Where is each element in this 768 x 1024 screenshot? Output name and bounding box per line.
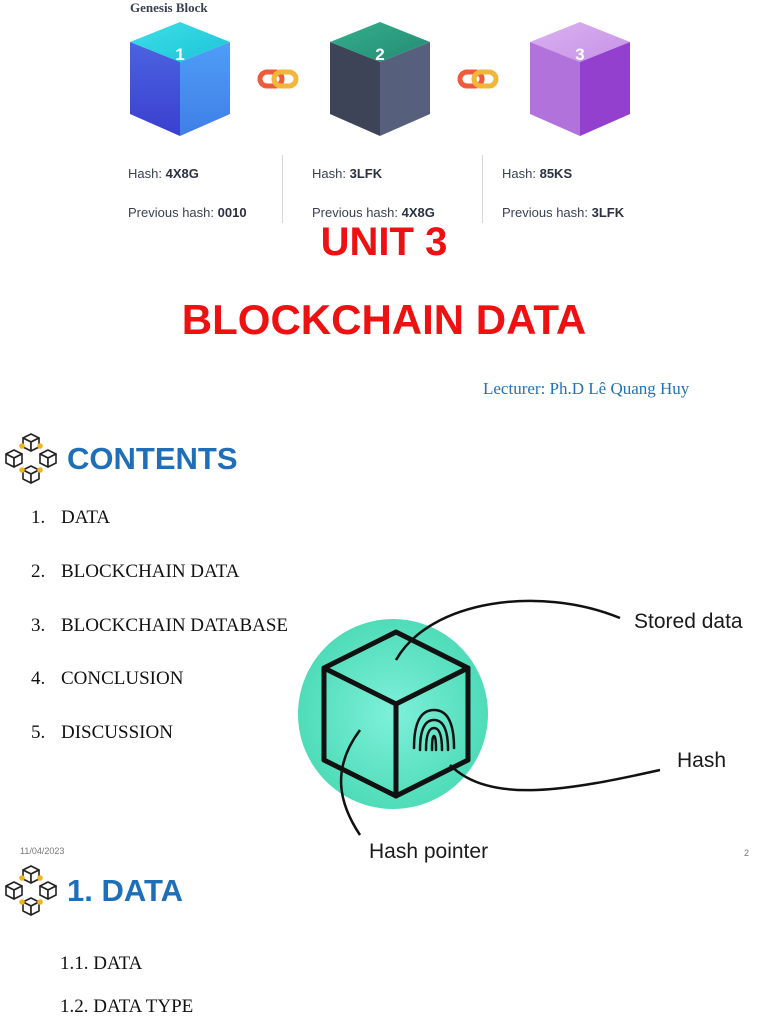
slide-date: 11/04/2023: [20, 846, 65, 856]
genesis-block-label: Genesis Block: [130, 0, 208, 15]
hash-label: Hash: [677, 749, 727, 772]
chain-link-icon: [457, 69, 499, 89]
divider: [482, 155, 483, 223]
hash-pointer-callout: [339, 729, 362, 836]
contents-item: 3.BLOCKCHAIN DATABASE: [31, 615, 289, 636]
section-heading: 1. DATA: [67, 873, 183, 908]
contents-item: 1.DATA: [31, 507, 111, 528]
main-title: BLOCKCHAIN DATA: [181, 296, 587, 343]
cube-outline-icon: [321, 629, 471, 799]
hash-cube-diagram: [298, 599, 661, 836]
contents-item: 5.DISCUSSION: [31, 722, 173, 743]
block-3-hash: Hash: 85KS: [502, 166, 573, 181]
block-1-cube: 1: [130, 22, 230, 136]
chain-link-icon: [257, 69, 299, 89]
block-3-previous-hash: Previous hash: 3LFK: [502, 205, 625, 220]
divider: [282, 155, 283, 223]
stored-data-pointer: [394, 599, 621, 661]
hash-pointer-line: [449, 764, 661, 792]
block-1-number: 1: [175, 45, 184, 64]
stored-data-label: Stored data: [634, 610, 743, 633]
blockchain-illustration: 1 2 3: [130, 22, 630, 136]
page-number: 2: [744, 848, 750, 858]
blocks-icon: [5, 433, 57, 484]
section-item: 1.1. DATA: [60, 953, 143, 974]
section-item: 1.2. DATA TYPE: [60, 996, 194, 1017]
fingerprint-icon: [412, 708, 456, 752]
block-1-previous-hash: Previous hash: 0010: [128, 205, 247, 220]
block-2-previous-hash: Previous hash: 4X8G: [312, 205, 435, 220]
glow-circle: [298, 619, 488, 809]
block-2-hash: Hash: 3LFK: [312, 166, 383, 181]
contents-item: 2.BLOCKCHAIN DATA: [31, 561, 240, 582]
hash-pointer-label: Hash pointer: [369, 840, 489, 863]
contents-heading: CONTENTS: [67, 441, 238, 476]
block-2-cube: 2: [330, 22, 430, 136]
block-1-hash: Hash: 4X8G: [128, 166, 199, 181]
blocks-icon: [5, 865, 57, 916]
block-2-number: 2: [375, 45, 384, 64]
block-3-cube: 3: [530, 22, 630, 136]
lecturer-name: Lecturer: Ph.D Lê Quang Huy: [483, 379, 690, 398]
unit-title: UNIT 3: [320, 220, 448, 264]
block-3-number: 3: [575, 45, 584, 64]
contents-item: 4.CONCLUSION: [31, 668, 184, 689]
